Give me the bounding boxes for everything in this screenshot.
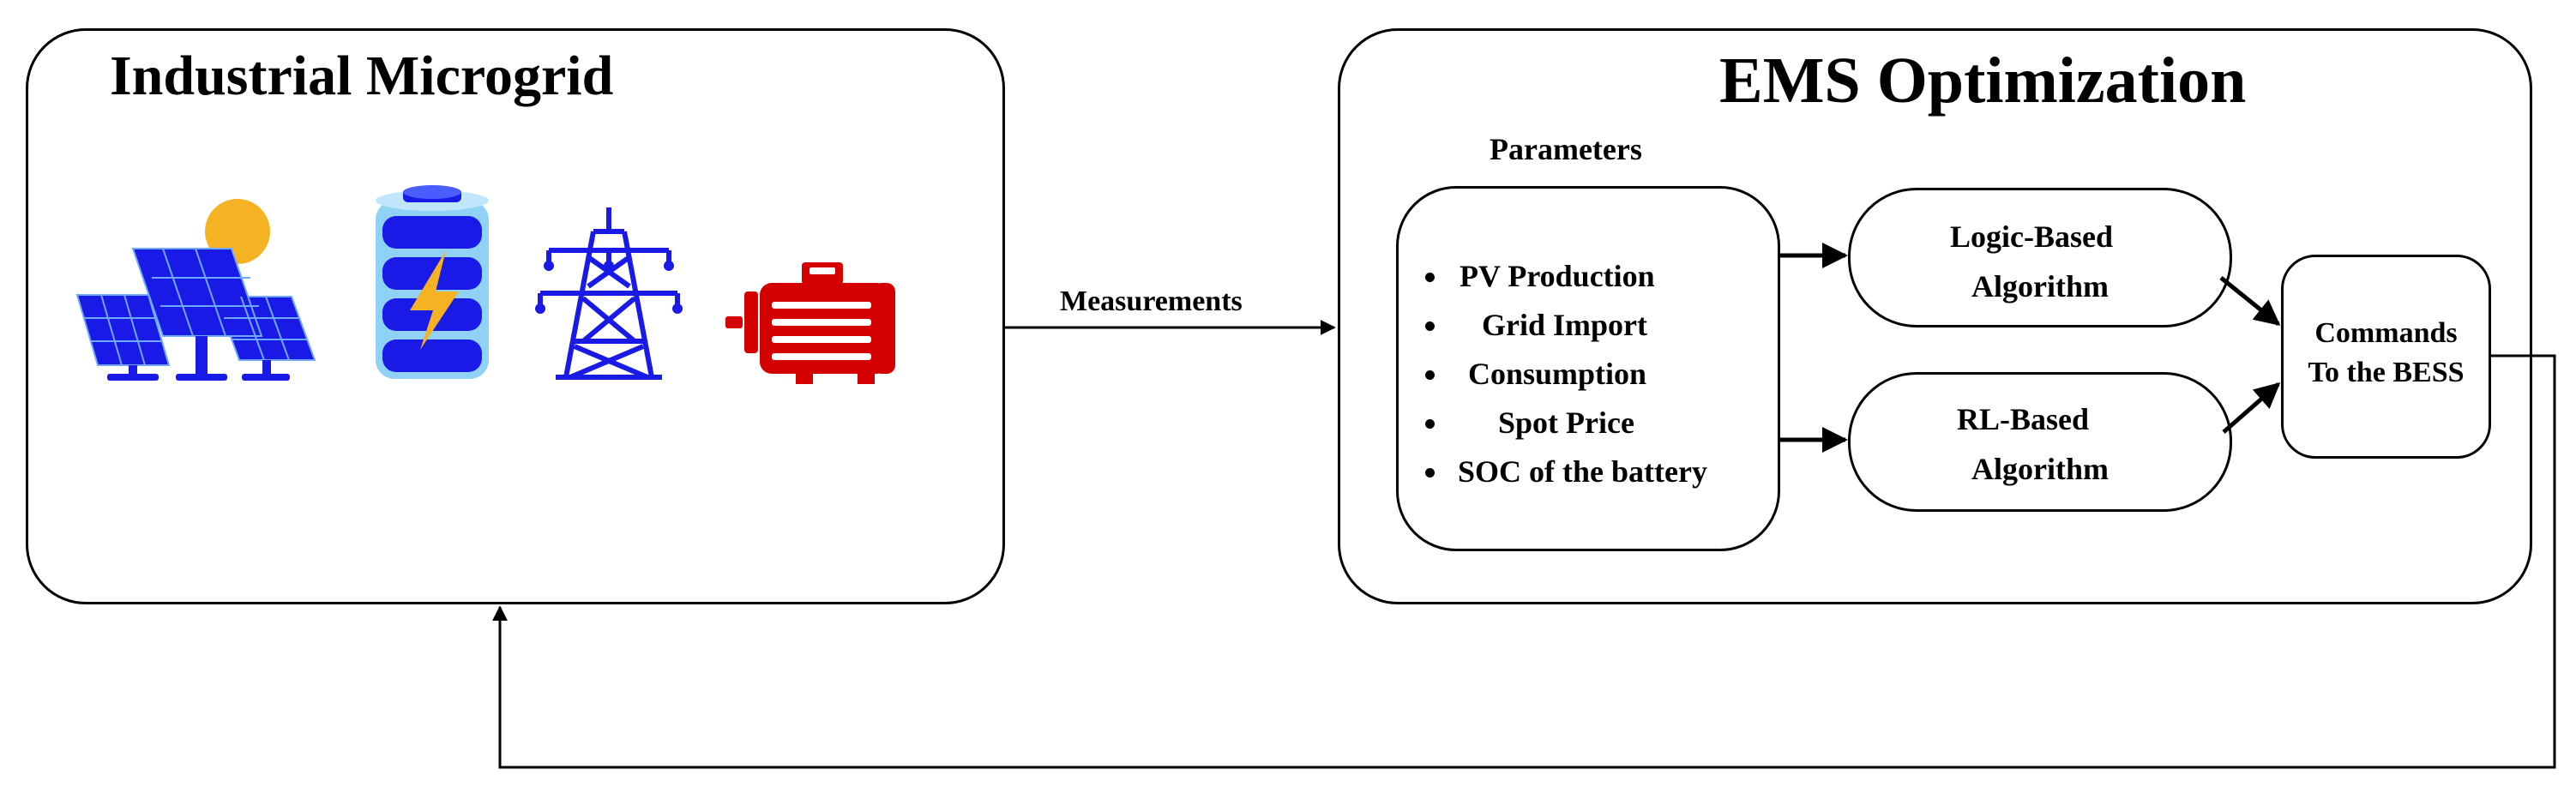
commands-to-bess-box bbox=[2281, 255, 2491, 459]
rl-based-algorithm-box bbox=[1848, 372, 2232, 512]
feedback-arrow bbox=[492, 354, 2556, 769]
logic-to-commands-arrow bbox=[2219, 276, 2281, 326]
battery-icon bbox=[376, 185, 489, 379]
measurements-label: Measurements bbox=[1060, 285, 1243, 317]
solar-panel-icon bbox=[75, 199, 316, 381]
parameters-box bbox=[1396, 186, 1780, 551]
ems-title: EMS Optimization bbox=[1719, 45, 2247, 117]
logic-based-algorithm-label: Logic-Based Algorithm bbox=[1949, 219, 2113, 303]
electric-motor-icon bbox=[725, 262, 895, 384]
lightning-bolt-icon bbox=[410, 250, 459, 350]
transmission-tower-icon bbox=[538, 207, 680, 380]
rl-based-algorithm-label: RL-Based Algorithm bbox=[1956, 402, 2109, 486]
microgrid-title: Industrial Microgrid bbox=[110, 45, 614, 107]
parameters-label: Parameters bbox=[1490, 132, 1642, 166]
commands-to-bess-label: Commands To the BESS bbox=[2308, 317, 2465, 388]
logic-based-algorithm-box bbox=[1848, 188, 2232, 327]
rl-to-commands-arrow bbox=[2222, 382, 2281, 434]
